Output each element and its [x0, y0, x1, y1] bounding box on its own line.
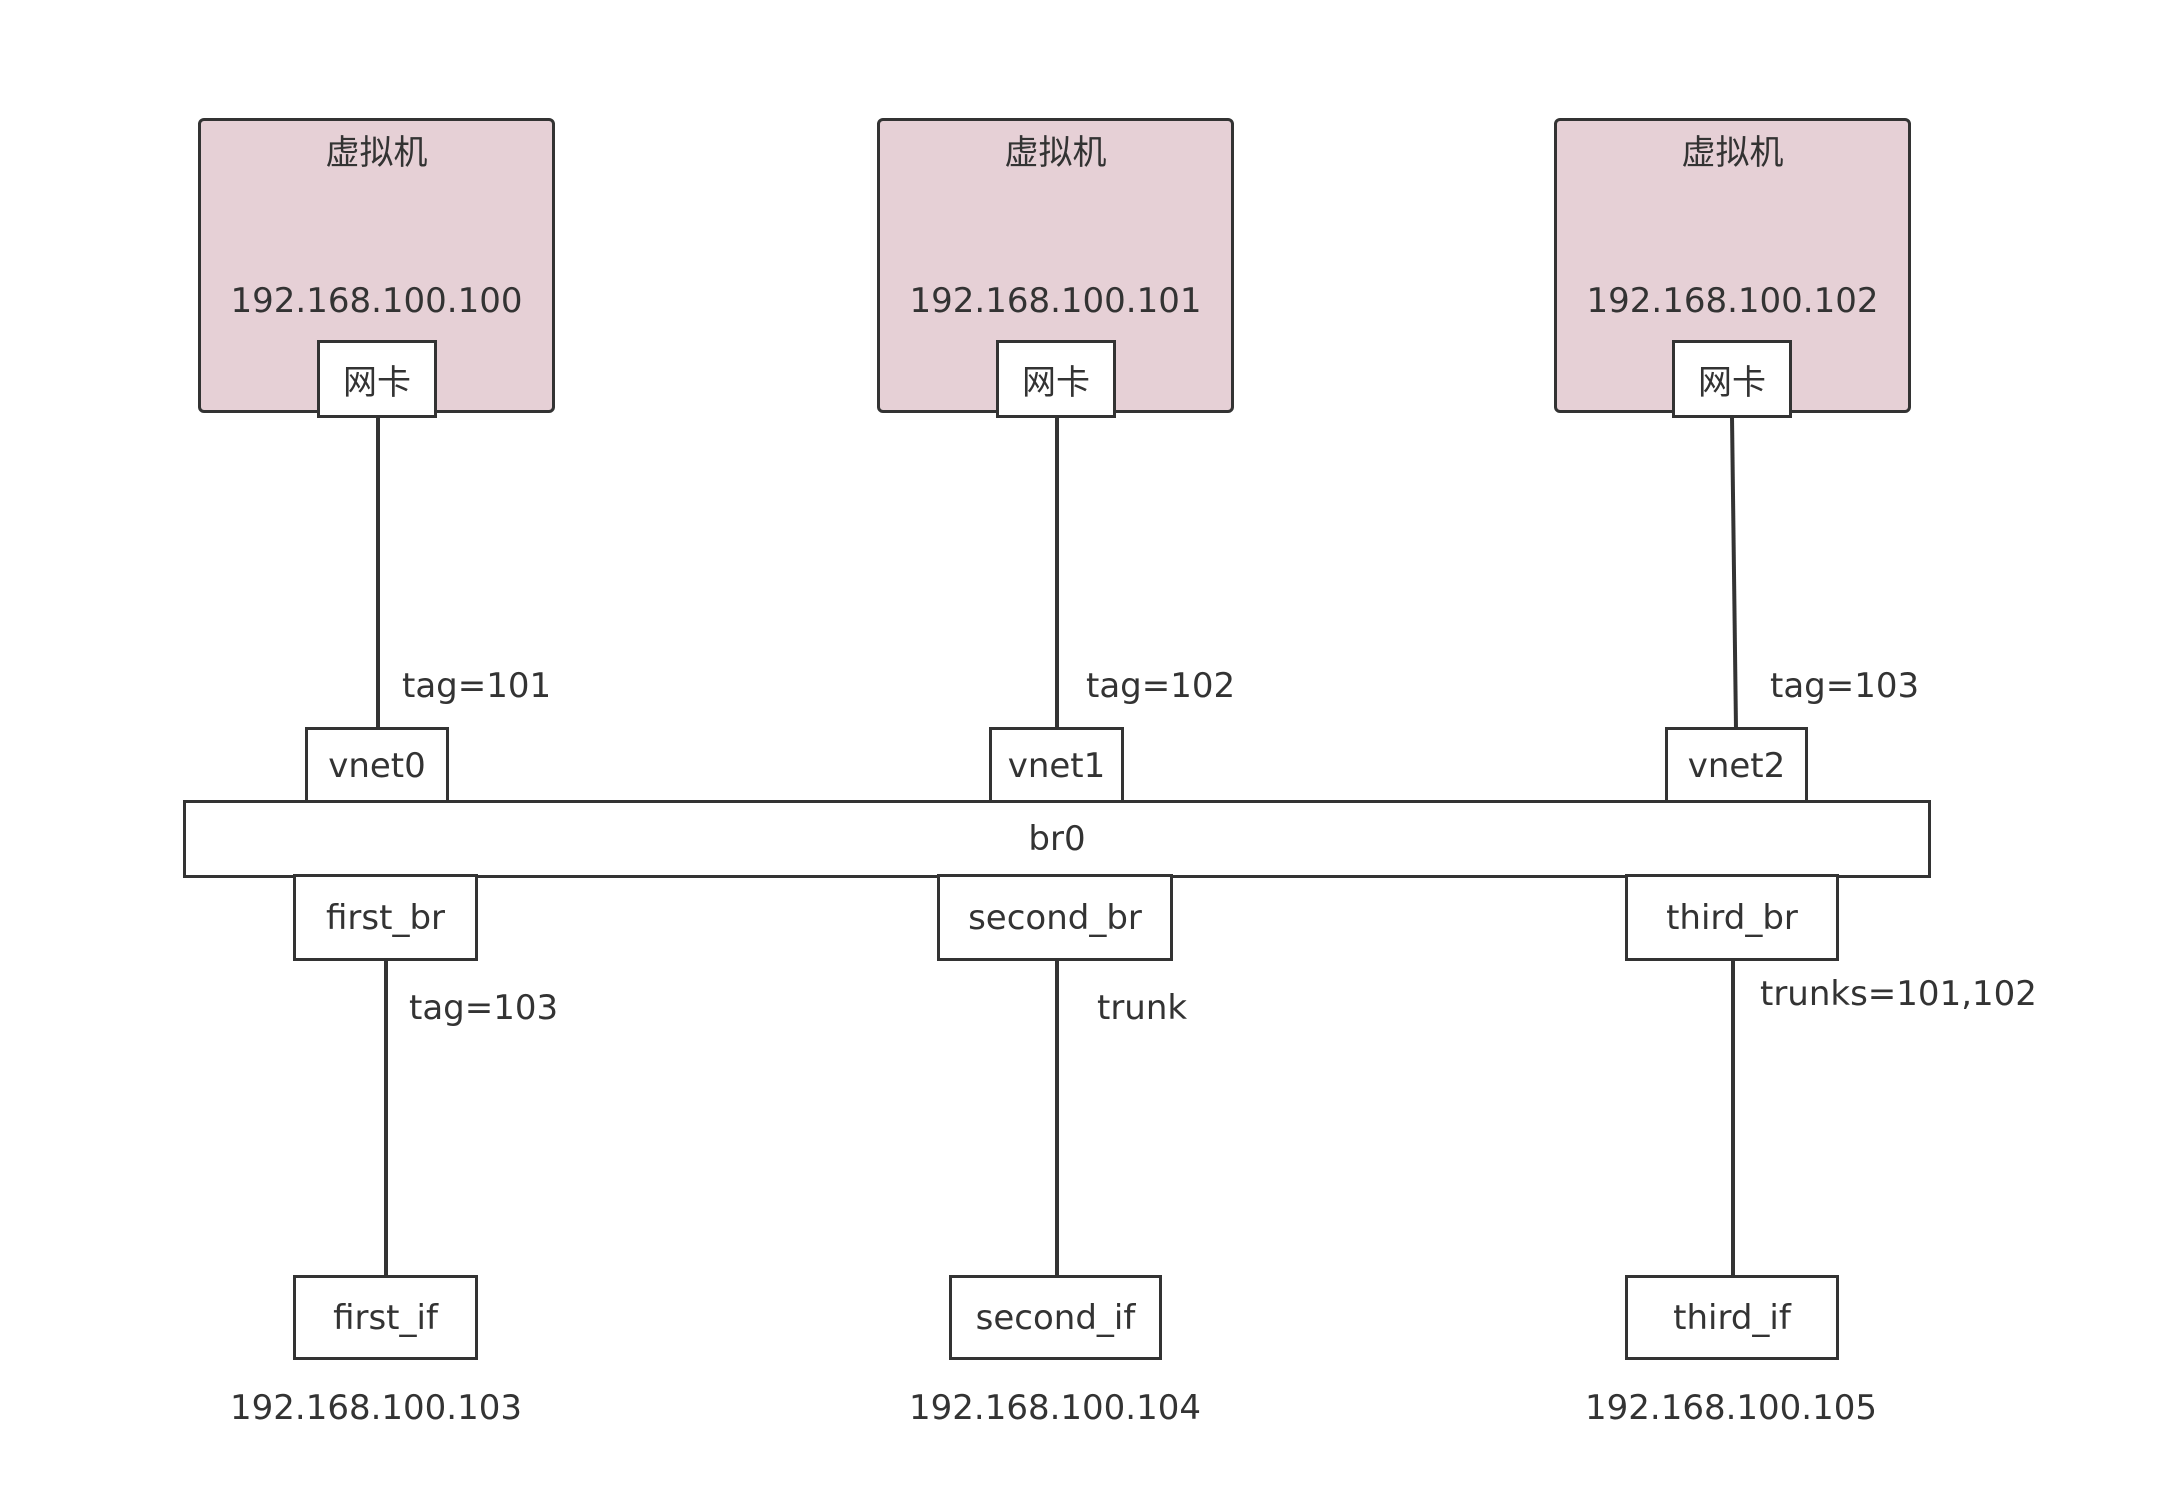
- port-label: second_br: [968, 897, 1142, 938]
- nic-box-1: 网卡: [996, 340, 1116, 418]
- iface-third-if: third_if: [1625, 1275, 1839, 1360]
- nic-box-0: 网卡: [317, 340, 437, 418]
- vnet2-box: vnet2: [1665, 727, 1808, 804]
- third-br-mode-label: trunks=101,102: [1760, 974, 2037, 1014]
- vm-box-0: 虚拟机 192.168.100.100: [198, 118, 555, 413]
- first-br-mode-label: tag=103: [409, 988, 559, 1028]
- port-second-br: second_br: [937, 874, 1173, 961]
- nic-label: 网卡: [1022, 362, 1090, 403]
- iface-label: third_if: [1673, 1297, 1791, 1338]
- iface-first-if: first_if: [293, 1275, 478, 1360]
- iface-label: first_if: [333, 1297, 438, 1338]
- vm-title: 虚拟机: [1681, 133, 1784, 173]
- vm-title: 虚拟机: [1004, 133, 1107, 173]
- vm-ip: 192.168.100.102: [1586, 281, 1879, 321]
- vnet1-box: vnet1: [989, 727, 1124, 804]
- bridge-label: br0: [1028, 819, 1086, 859]
- vnet0-tag-label: tag=101: [402, 666, 552, 706]
- second-br-mode-label: trunk: [1097, 988, 1188, 1028]
- port-third-br: third_br: [1625, 874, 1839, 961]
- vnet0-box: vnet0: [305, 727, 449, 804]
- port-label: first_br: [326, 897, 445, 938]
- vnet2-tag-label: tag=103: [1770, 666, 1920, 706]
- port-first-br: first_br: [293, 874, 478, 961]
- port-label: third_br: [1666, 897, 1798, 938]
- vnet2-label: vnet2: [1687, 745, 1786, 786]
- vm-title: 虚拟机: [325, 133, 428, 173]
- vnet1-label: vnet1: [1007, 745, 1106, 786]
- third-if-ip: 192.168.100.105: [1584, 1388, 1877, 1428]
- vm-ip: 192.168.100.100: [230, 281, 523, 321]
- nic-label: 网卡: [1698, 362, 1766, 403]
- iface-second-if: second_if: [949, 1275, 1162, 1360]
- nic-box-2: 网卡: [1672, 340, 1792, 418]
- nic-label: 网卡: [343, 362, 411, 403]
- vnet1-tag-label: tag=102: [1086, 666, 1236, 706]
- line-vm2-vnet2: [1730, 416, 1738, 730]
- vnet0-label: vnet0: [328, 745, 426, 786]
- second-if-ip: 192.168.100.104: [908, 1388, 1201, 1428]
- vm-ip: 192.168.100.101: [909, 281, 1202, 321]
- bridge-br0: br0: [183, 800, 1931, 878]
- first-if-ip: 192.168.100.103: [229, 1388, 522, 1428]
- iface-label: second_if: [975, 1297, 1136, 1338]
